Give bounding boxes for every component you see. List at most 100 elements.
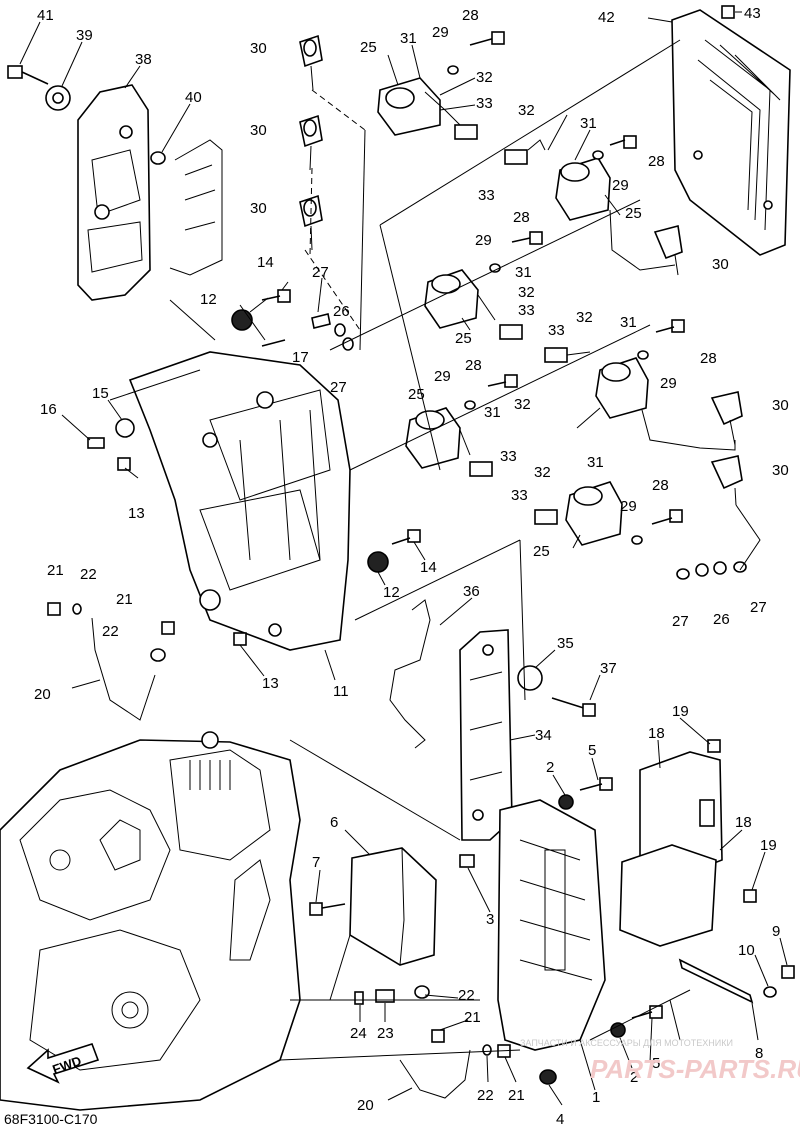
part-43-bolt — [721, 5, 735, 19]
part-39-grommet — [45, 85, 71, 111]
part-7-bolt — [309, 902, 346, 916]
callout-35: 35 — [557, 635, 574, 652]
callout-33: 33 — [511, 487, 528, 504]
part-30-plug-cap-6 — [710, 455, 743, 506]
part-22-washer-b — [150, 648, 166, 662]
callout-32: 32 — [534, 464, 551, 481]
callout-24: 24 — [350, 1025, 367, 1042]
callout-30: 30 — [250, 200, 267, 217]
part-22-washer-c — [414, 985, 430, 999]
callout-38: 38 — [135, 51, 152, 68]
callout-9: 9 — [772, 923, 780, 940]
part-9-bolt — [781, 965, 795, 979]
callout-27: 27 — [312, 264, 329, 281]
callout-19: 19 — [760, 837, 777, 854]
callout-32: 32 — [576, 309, 593, 326]
callout-27: 27 — [750, 599, 767, 616]
part-25-coil-right-top — [504, 139, 611, 221]
part-26-clamp-a — [334, 323, 354, 351]
fwd-arrow — [26, 1043, 100, 1084]
callout-17: 17 — [292, 349, 309, 366]
part-37-bolt — [551, 697, 596, 717]
watermark-caption: ЗАПЧАСТИ И АКСЕССУАРЫ ДЛЯ МОТОТЕХНИКИ — [520, 1038, 733, 1048]
callout-13: 13 — [128, 505, 145, 522]
part-38-bracket-plate — [77, 84, 151, 301]
callout-31: 31 — [400, 30, 417, 47]
part-27-clip-b — [676, 561, 747, 580]
part-29-washer-e — [464, 400, 476, 410]
callout-30: 30 — [250, 122, 267, 139]
part-13-bolt-a — [117, 457, 131, 471]
part-2-nut-a — [558, 794, 574, 810]
callout-31: 31 — [587, 454, 604, 471]
part-26-clamp-b — [695, 561, 727, 577]
callout-40: 40 — [185, 89, 202, 106]
callout-2: 2 — [630, 1069, 638, 1086]
callout-19: 19 — [672, 703, 689, 720]
callout-25: 25 — [408, 386, 425, 403]
part-30-plug-cap-1 — [299, 34, 323, 91]
callout-30: 30 — [712, 256, 729, 273]
callout-34: 34 — [535, 727, 552, 744]
callout-30: 30 — [250, 40, 267, 57]
part-21-bolt-a — [47, 602, 61, 616]
callout-29: 29 — [434, 368, 451, 385]
callout-12: 12 — [383, 584, 400, 601]
part-30-plug-cap-2 — [299, 114, 323, 171]
callout-13: 13 — [262, 675, 279, 692]
callout-37: 37 — [600, 660, 617, 677]
part-28-bolt-a — [469, 31, 505, 46]
callout-25: 25 — [360, 39, 377, 56]
callout-29: 29 — [620, 498, 637, 515]
callout-10: 10 — [738, 942, 755, 959]
callout-25: 25 — [533, 543, 550, 560]
callout-21: 21 — [116, 591, 133, 608]
callout-22: 22 — [458, 987, 475, 1004]
part-36-bracket — [389, 599, 431, 749]
part-23-connector — [375, 989, 395, 1003]
part-4-collar — [539, 1069, 557, 1085]
diagram-code: 68F3100-C170 — [4, 1111, 98, 1127]
callout-26: 26 — [333, 303, 350, 320]
callout-33: 33 — [518, 302, 535, 319]
part-28-bolt-c — [511, 231, 543, 245]
part-18-ecu-lower — [619, 844, 717, 947]
part-3-collar — [459, 854, 475, 868]
callout-32: 32 — [518, 102, 535, 119]
part-28-bolt-e — [487, 374, 518, 388]
part-22-washer-d — [482, 1044, 492, 1056]
callout-33: 33 — [478, 187, 495, 204]
part-21-bolt-b — [161, 621, 175, 635]
callout-31: 31 — [515, 264, 532, 281]
part-28-bolt-d — [655, 319, 685, 333]
callout-31: 31 — [580, 115, 597, 132]
callout-22: 22 — [102, 623, 119, 640]
callout-32: 32 — [476, 69, 493, 86]
reference-lines — [109, 39, 761, 1061]
callout-30: 30 — [772, 397, 789, 414]
callout-33: 33 — [548, 322, 565, 339]
part-25-coil-lower-middle — [405, 407, 493, 477]
part-30-plug-cap-4 — [653, 225, 683, 276]
callout-21: 21 — [47, 562, 64, 579]
callout-6: 6 — [330, 814, 338, 831]
callout-3: 3 — [486, 911, 494, 928]
callout-31: 31 — [620, 314, 637, 331]
callout-21: 21 — [508, 1087, 525, 1104]
callout-29: 29 — [612, 177, 629, 194]
callout-28: 28 — [648, 153, 665, 170]
callout-36: 36 — [463, 583, 480, 600]
watermark-logo: PARTS-PARTS.RU — [590, 1054, 800, 1084]
part-5-bolt-a — [579, 777, 613, 791]
callout-14: 14 — [420, 559, 437, 576]
callout-11: 11 — [333, 683, 349, 700]
callout-32: 32 — [514, 396, 531, 413]
part-20-lead-a — [91, 617, 156, 721]
callout-22: 22 — [80, 566, 97, 583]
callout-8: 8 — [755, 1045, 763, 1062]
part-40-collar — [150, 151, 166, 165]
callout-18: 18 — [735, 814, 752, 831]
part-17-bolt — [261, 339, 286, 347]
part-2-nut-b — [610, 1022, 626, 1038]
